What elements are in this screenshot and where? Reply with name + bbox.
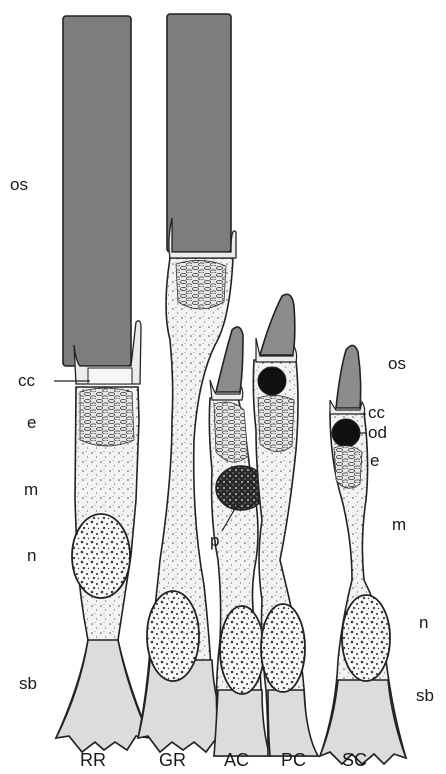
label-outer-segment-left: os (10, 176, 28, 193)
cell-label-sc: SC (342, 751, 367, 769)
rr-ellipsoid (80, 388, 134, 446)
rr-outer-segment (63, 16, 131, 366)
label-synaptic-base-right: sb (416, 687, 434, 704)
label-connecting-cilium-right: cc (368, 404, 385, 421)
sc-ellipsoid (334, 446, 362, 488)
label-connecting-cilium-left: cc (18, 372, 35, 389)
gr-outer-segment (167, 14, 231, 252)
label-myoid-left: m (24, 481, 38, 498)
sc-nucleus (342, 595, 390, 681)
pc-ellipsoid (258, 395, 294, 451)
rr-basal-lower (56, 640, 150, 752)
pc-outer-segment (260, 294, 295, 355)
label-oil-droplet: od (368, 424, 387, 441)
pc-basal-lower (268, 690, 318, 756)
cell-label-gr: GR (159, 751, 186, 769)
label-paraboloid: p (210, 532, 219, 549)
cell-label-pc: PC (281, 751, 306, 769)
rr-nucleus (72, 514, 130, 598)
cell-pc (253, 294, 318, 756)
sc-oil-droplet (332, 419, 360, 447)
label-myoid-right: m (392, 516, 406, 533)
label-synaptic-base-left: sb (19, 675, 37, 692)
cell-rr (56, 16, 150, 752)
label-ellipsoid-right: e (370, 452, 379, 469)
label-nucleus-right: n (419, 614, 428, 631)
cell-label-ac: AC (224, 751, 249, 769)
pc-nucleus (261, 604, 305, 692)
gr-nucleus (147, 591, 199, 681)
cell-sc (320, 345, 406, 764)
pc-oil-droplet (258, 367, 286, 395)
rr-connecting-cilium (88, 368, 132, 384)
ac-nucleus (220, 606, 264, 694)
label-ellipsoid-left: e (27, 414, 36, 431)
ac-basal-lower (214, 690, 270, 756)
cell-label-rr: RR (80, 751, 106, 769)
label-outer-segment-right: os (388, 355, 406, 372)
label-nucleus-left: n (27, 547, 36, 564)
ac-ellipsoid (214, 402, 248, 462)
gr-ellipsoid (176, 260, 226, 309)
sc-outer-segment (336, 345, 361, 408)
